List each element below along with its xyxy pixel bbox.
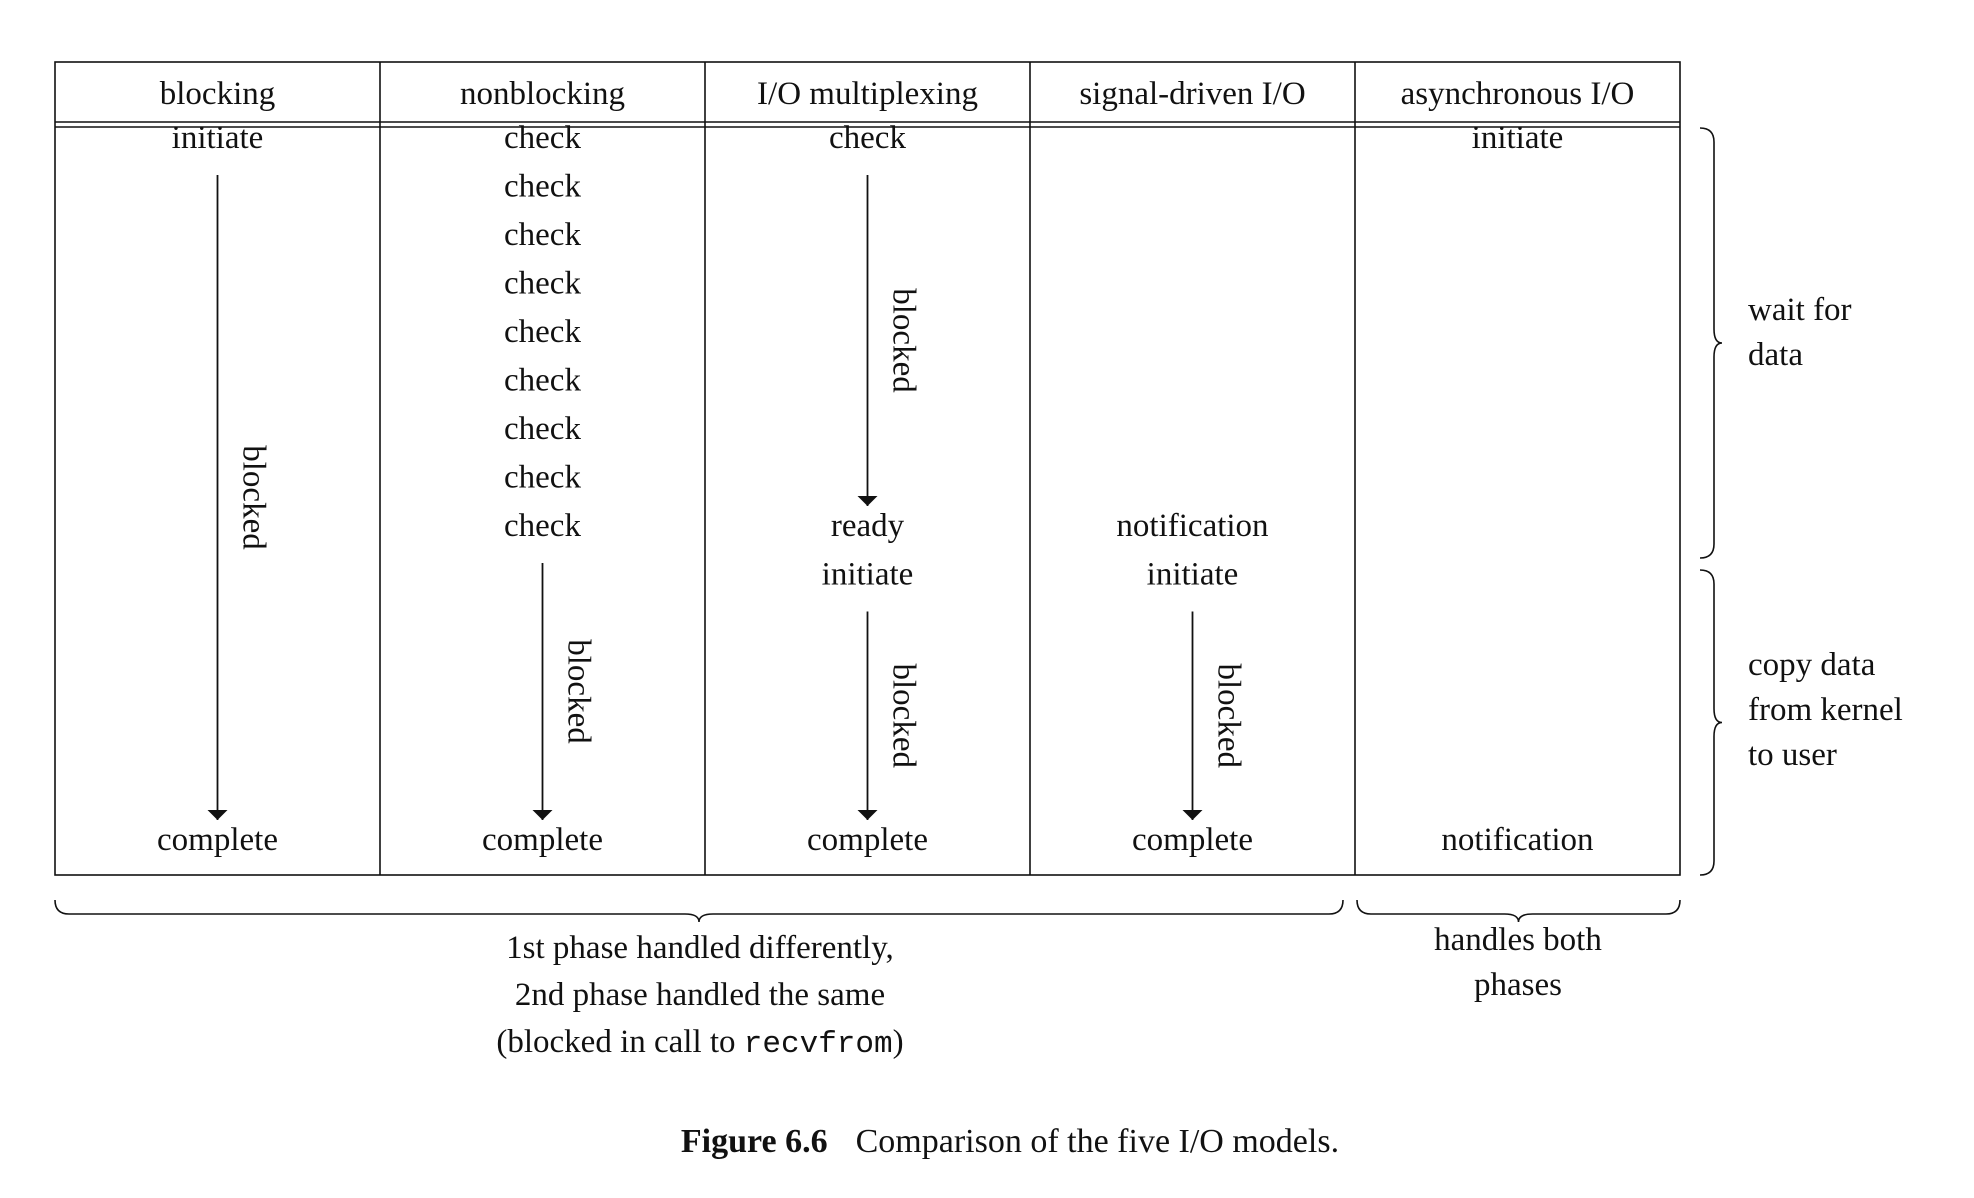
cell-initiate: initiate <box>1147 557 1239 593</box>
phase-label-line: copy data <box>1748 647 1876 683</box>
handles-both-note-line: handles both <box>1434 922 1602 958</box>
column-header-signal-driven-i-o: signal-driven I/O <box>1079 76 1305 112</box>
first-phase-brace <box>54 899 1344 923</box>
cell-complete: complete <box>157 822 278 858</box>
figure-caption: Figure 6.6 Comparison of the five I/O mod… <box>681 1123 1339 1160</box>
first-phase-note-last-line: (blocked in call to recvfrom) <box>496 1024 903 1062</box>
cell-initiate: initiate <box>1472 120 1564 156</box>
first-phase-note-line: 2nd phase handled the same <box>515 977 885 1013</box>
note-prefix: (blocked in call to <box>496 1024 743 1060</box>
blocked-label: blocked <box>236 445 272 550</box>
cell-complete: complete <box>1132 822 1253 858</box>
cell-complete: complete <box>807 822 928 858</box>
cell-check: check <box>504 169 581 205</box>
caption-text: Comparison of the five I/O models. <box>856 1123 1339 1160</box>
cell-ready: ready <box>831 508 905 544</box>
phase-label-line: to user <box>1748 737 1837 773</box>
comparison-table <box>54 61 1681 876</box>
column-header-asynchronous-i-o: asynchronous I/O <box>1401 76 1635 112</box>
blocked-label: blocked <box>886 288 922 393</box>
phase-label-line: wait for <box>1748 292 1852 328</box>
cell-complete: complete <box>482 822 603 858</box>
cell-check: check <box>504 363 581 399</box>
cell-check: check <box>504 120 581 156</box>
copy-data-brace <box>1699 569 1723 876</box>
note-suffix: ) <box>893 1024 904 1060</box>
cell-initiate: initiate <box>822 557 914 593</box>
cell-notification: notification <box>1441 822 1593 858</box>
table-border <box>54 61 1681 876</box>
first-phase-note-line: 1st phase handled differently, <box>506 930 894 966</box>
phase-label-line: data <box>1748 337 1803 373</box>
column-header-nonblocking: nonblocking <box>460 76 625 112</box>
wait-for-data-brace <box>1699 127 1723 559</box>
blocked-label: blocked <box>1211 664 1247 769</box>
column-header-blocking: blocking <box>160 76 275 112</box>
cell-initiate: initiate <box>172 120 264 156</box>
cell-check: check <box>504 266 581 302</box>
annotations: wait for data copy data from kernel to user 1… <box>496 292 1902 1160</box>
recvfrom-code: recvfrom <box>744 1027 893 1062</box>
blocked-label: blocked <box>561 639 597 744</box>
cell-check: check <box>504 460 581 496</box>
braces <box>54 127 1723 923</box>
handles-both-brace <box>1356 899 1681 923</box>
blocked-label: blocked <box>886 664 922 769</box>
cell-check: check <box>829 120 906 156</box>
cell-check: check <box>504 314 581 350</box>
phase-label-line: from kernel <box>1748 692 1903 728</box>
cell-check: check <box>504 508 581 544</box>
caption-label: Figure 6.6 <box>681 1123 828 1160</box>
cell-check: check <box>504 411 581 447</box>
cell-check: check <box>504 217 581 253</box>
column-header-i-o-multiplexing: I/O multiplexing <box>757 76 978 112</box>
handles-both-note-line: phases <box>1474 967 1562 1003</box>
table-content: blocking initiate complete blocked nonblocki… <box>157 76 1634 858</box>
cell-notification: notification <box>1116 508 1268 544</box>
